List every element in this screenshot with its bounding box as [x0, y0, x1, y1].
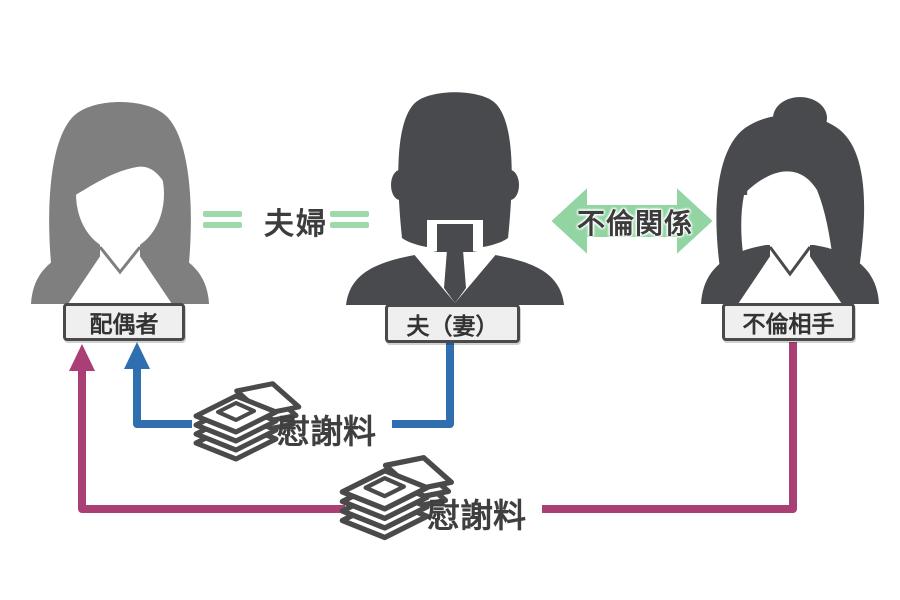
husband-label-box: 夫（妻）	[385, 304, 520, 343]
affair-double-arrow-icon	[548, 183, 716, 259]
partner-label-box: 不倫相手	[722, 303, 855, 341]
spouse-label-box: 配偶者	[63, 303, 185, 341]
affair-relation-label: 不倫関係	[576, 207, 693, 240]
partner-figure	[701, 97, 879, 304]
payment-arrow-husband-to-spouse	[124, 340, 454, 428]
compensation-label-partner: 慰謝料	[427, 496, 526, 535]
husband-figure	[346, 92, 564, 305]
payment-arrow-partner-to-spouse	[69, 342, 797, 513]
marriage-relation-label: 夫婦	[264, 207, 328, 242]
money-stack-icon	[339, 455, 454, 541]
money-stack-icon	[193, 381, 302, 462]
spouse-figure	[31, 102, 209, 304]
marriage-equals-icon	[203, 211, 369, 228]
compensation-label-husband: 慰謝料	[277, 412, 376, 451]
